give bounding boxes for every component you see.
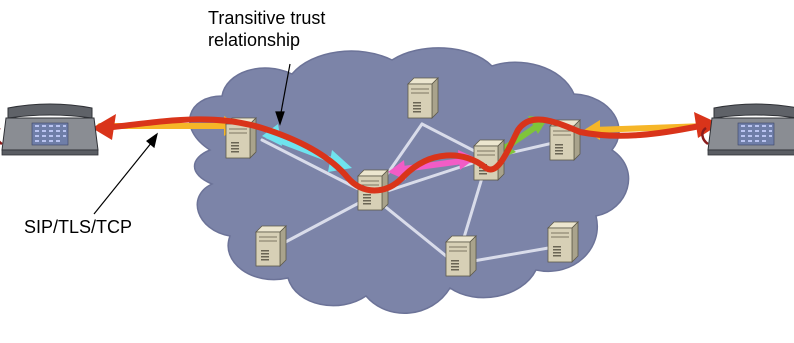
phone-cord <box>701 126 709 146</box>
sip-leader-arrowhead <box>146 132 158 149</box>
server-bottom-center <box>445 235 477 277</box>
link <box>370 194 458 266</box>
callout-leaders <box>93 63 291 215</box>
phone-right-icon <box>701 103 794 156</box>
path-arrowhead-left <box>92 114 116 140</box>
sip-tls-tcp-label: SIP/TLS/TCP <box>24 217 133 237</box>
transitive-trust-label-line1: Transitive trust <box>208 8 326 28</box>
server-bottom-left <box>255 225 287 267</box>
path-arrowhead-right <box>694 112 720 138</box>
trust-leader-arrowhead <box>275 111 285 126</box>
phone-cord <box>0 128 3 146</box>
sip-leader-line <box>93 141 153 215</box>
tls-arrowhead <box>262 124 282 146</box>
transitive-trust-label-line2: relationship <box>208 30 301 50</box>
phone-left-icon <box>0 103 99 156</box>
link <box>370 156 490 198</box>
network-cloud <box>189 47 630 314</box>
sip-signaling-path <box>101 116 703 194</box>
server-bottom-right <box>547 221 579 263</box>
link <box>276 194 374 248</box>
transitive-trust-label: Transitive trust relationship <box>208 7 325 51</box>
trust-leader-line <box>279 63 291 119</box>
server-top <box>407 77 439 119</box>
